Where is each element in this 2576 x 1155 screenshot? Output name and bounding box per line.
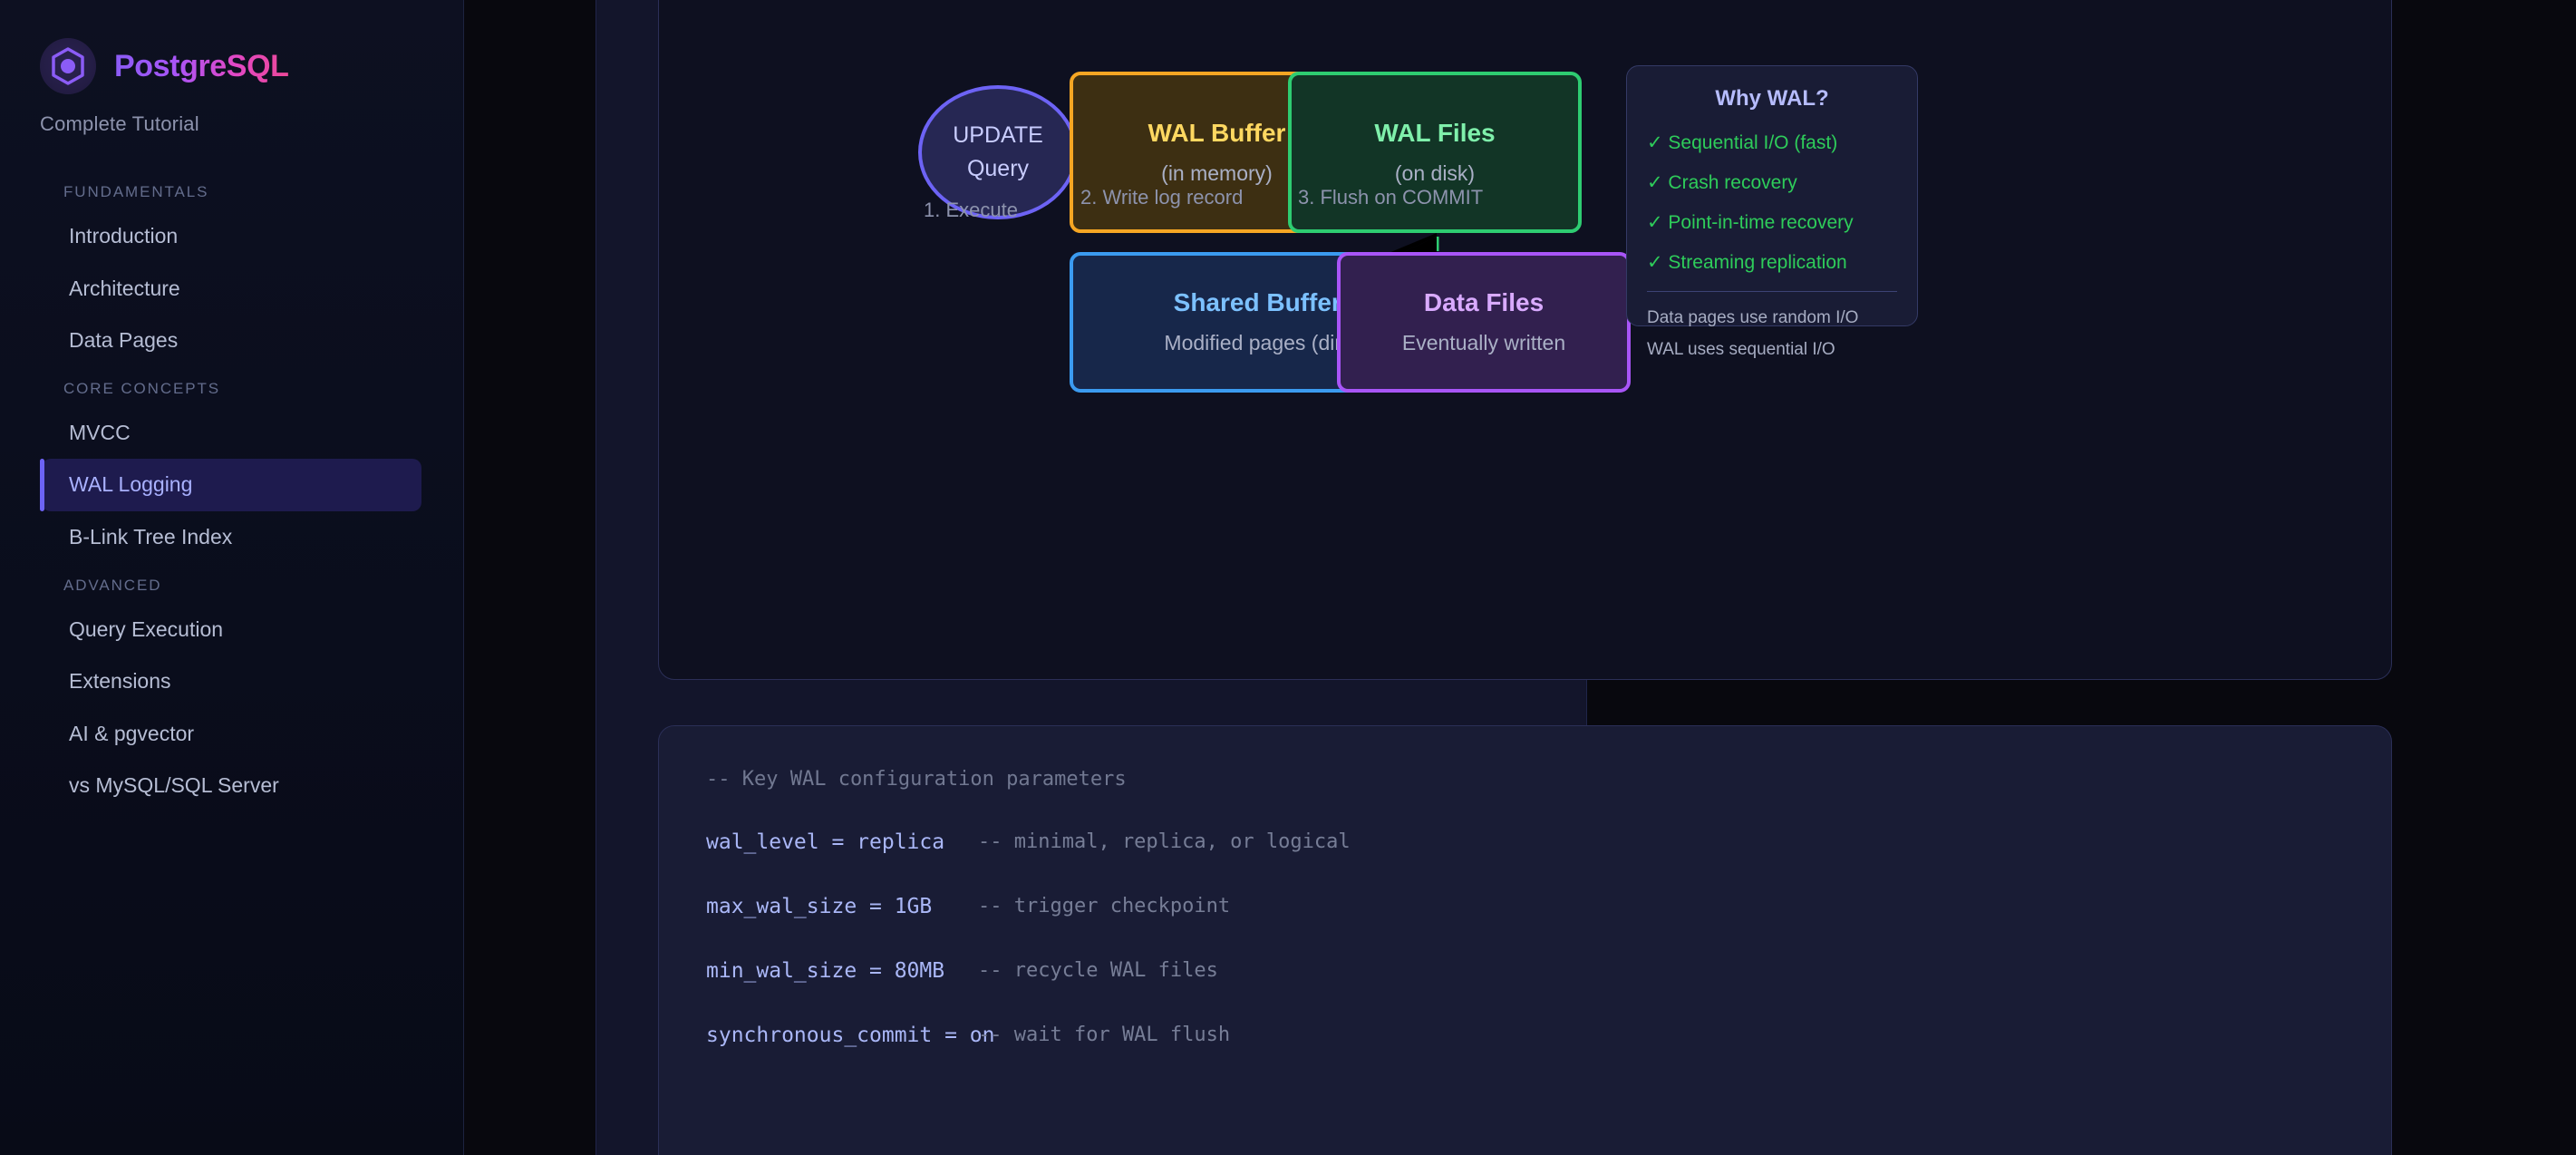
node-shared-buffers-subtitle: Modified pages (dirty): [1164, 331, 1365, 355]
edge-label-flush-on-commit: 3. Flush on COMMIT: [1298, 186, 1484, 209]
wal-flow-diagram: UPDATE Query WAL Buffer (in memory) WAL …: [659, 0, 2391, 679]
left-gutter: [464, 0, 596, 1155]
node-update-query-subtitle: Query: [966, 155, 1030, 181]
node-update-query-title: UPDATE: [953, 122, 1043, 148]
why-wal-panel: Why WAL? ✓ Sequential I/O (fast) ✓ Crash…: [1626, 65, 1918, 359]
node-data-files-subtitle: Eventually written: [1401, 331, 1566, 355]
sidebar-item-query-execution[interactable]: Query Execution: [69, 616, 224, 641]
sidebar-item-architecture[interactable]: Architecture: [69, 276, 180, 300]
node-wal-files-subtitle: (on disk): [1394, 160, 1476, 185]
code-row: synchronous_commit = on -- wait for WAL …: [706, 1024, 2344, 1047]
why-wal-list: ✓ Sequential I/O (fast) ✓ Crash recovery…: [1647, 131, 1897, 274]
code-comment: -- recycle WAL files: [978, 959, 1218, 982]
code-setting: wal_level = replica: [706, 830, 945, 854]
main-content: UPDATE Query WAL Buffer (in memory) WAL …: [596, 0, 2392, 1155]
code-comment: -- minimal, replica, or logical: [978, 830, 1351, 853]
edge-label-execute: 1. Execute: [924, 199, 1018, 221]
node-data-files[interactable]: Data Files Eventually written: [1337, 252, 1631, 393]
edge-label-write-log-record: 2. Write log record: [1080, 186, 1244, 209]
code-header-comment: -- Key WAL configuration parameters: [706, 768, 1127, 791]
nav-section-core-concepts: CORE CONCEPTS: [63, 379, 220, 397]
sidebar-item-data-pages[interactable]: Data Pages: [69, 328, 179, 353]
node-wal-buffer-title: WAL Buffer: [1148, 118, 1286, 147]
code-setting: max_wal_size = 1GB: [706, 895, 933, 918]
sidebar: PostgreSQL Complete Tutorial FUNDAMENTAL…: [0, 0, 464, 1155]
nav-section-fundamentals: FUNDAMENTALS: [63, 183, 209, 200]
node-update-query[interactable]: UPDATE Query: [918, 85, 1078, 219]
list-item: ✓ Point-in-time recovery: [1647, 212, 1854, 233]
why-wal-note: Data pages use random I/O: [1647, 308, 1859, 327]
code-comment: -- wait for WAL flush: [978, 1024, 1231, 1046]
brand-subtitle: Complete Tutorial: [40, 112, 199, 135]
sidebar-item-wal-logging[interactable]: WAL Logging: [40, 459, 421, 511]
code-comment: -- trigger checkpoint: [978, 895, 1231, 917]
list-item: ✓ Streaming replication: [1647, 252, 1847, 273]
brand[interactable]: PostgreSQL: [0, 0, 463, 94]
sidebar-item-introduction[interactable]: Introduction: [69, 224, 179, 248]
list-item: ✓ Crash recovery: [1647, 172, 1797, 193]
why-wal-divider: [1647, 291, 1897, 292]
code-setting: min_wal_size = 80MB: [706, 959, 945, 983]
nav-section-advanced: ADVANCED: [63, 576, 162, 594]
code-row: max_wal_size = 1GB -- trigger checkpoint: [706, 895, 2344, 918]
sidebar-item-b-link-tree-index[interactable]: B-Link Tree Index: [69, 524, 233, 548]
why-wal-note: WAL uses sequential I/O: [1647, 340, 1835, 359]
node-wal-files-title: WAL Files: [1374, 118, 1496, 147]
wal-diagram-card: UPDATE Query WAL Buffer (in memory) WAL …: [658, 0, 2392, 680]
list-item: ✓ Sequential I/O (fast): [1647, 132, 1838, 153]
sidebar-item-ai-pgvector[interactable]: AI & pgvector: [69, 721, 195, 745]
hexagon-dot-icon: [40, 38, 96, 94]
why-wal-title: Why WAL?: [1715, 86, 1829, 111]
code-row: wal_level = replica -- minimal, replica,…: [706, 830, 2344, 854]
wal-config-code-card: -- Key WAL configuration parameters wal_…: [658, 725, 2392, 1155]
node-wal-files[interactable]: WAL Files (on disk): [1288, 72, 1582, 233]
brand-title: PostgreSQL: [114, 48, 289, 83]
node-wal-buffer-subtitle: (in memory): [1161, 160, 1273, 185]
sidebar-item-extensions[interactable]: Extensions: [69, 669, 171, 694]
node-shared-buffers-title: Shared Buffers: [1173, 288, 1356, 317]
sidebar-nav: FUNDAMENTALS Introduction Architecture D…: [0, 170, 463, 812]
code-setting: synchronous_commit = on: [706, 1024, 995, 1047]
sidebar-item-mvcc[interactable]: MVCC: [69, 420, 131, 444]
sidebar-item-vs-mysql-sql-server[interactable]: vs MySQL/SQL Server: [69, 773, 279, 798]
node-data-files-title: Data Files: [1423, 288, 1545, 317]
code-row: min_wal_size = 80MB -- recycle WAL files: [706, 959, 2344, 983]
code-block: -- Key WAL configuration parameters wal_…: [659, 726, 2391, 1130]
